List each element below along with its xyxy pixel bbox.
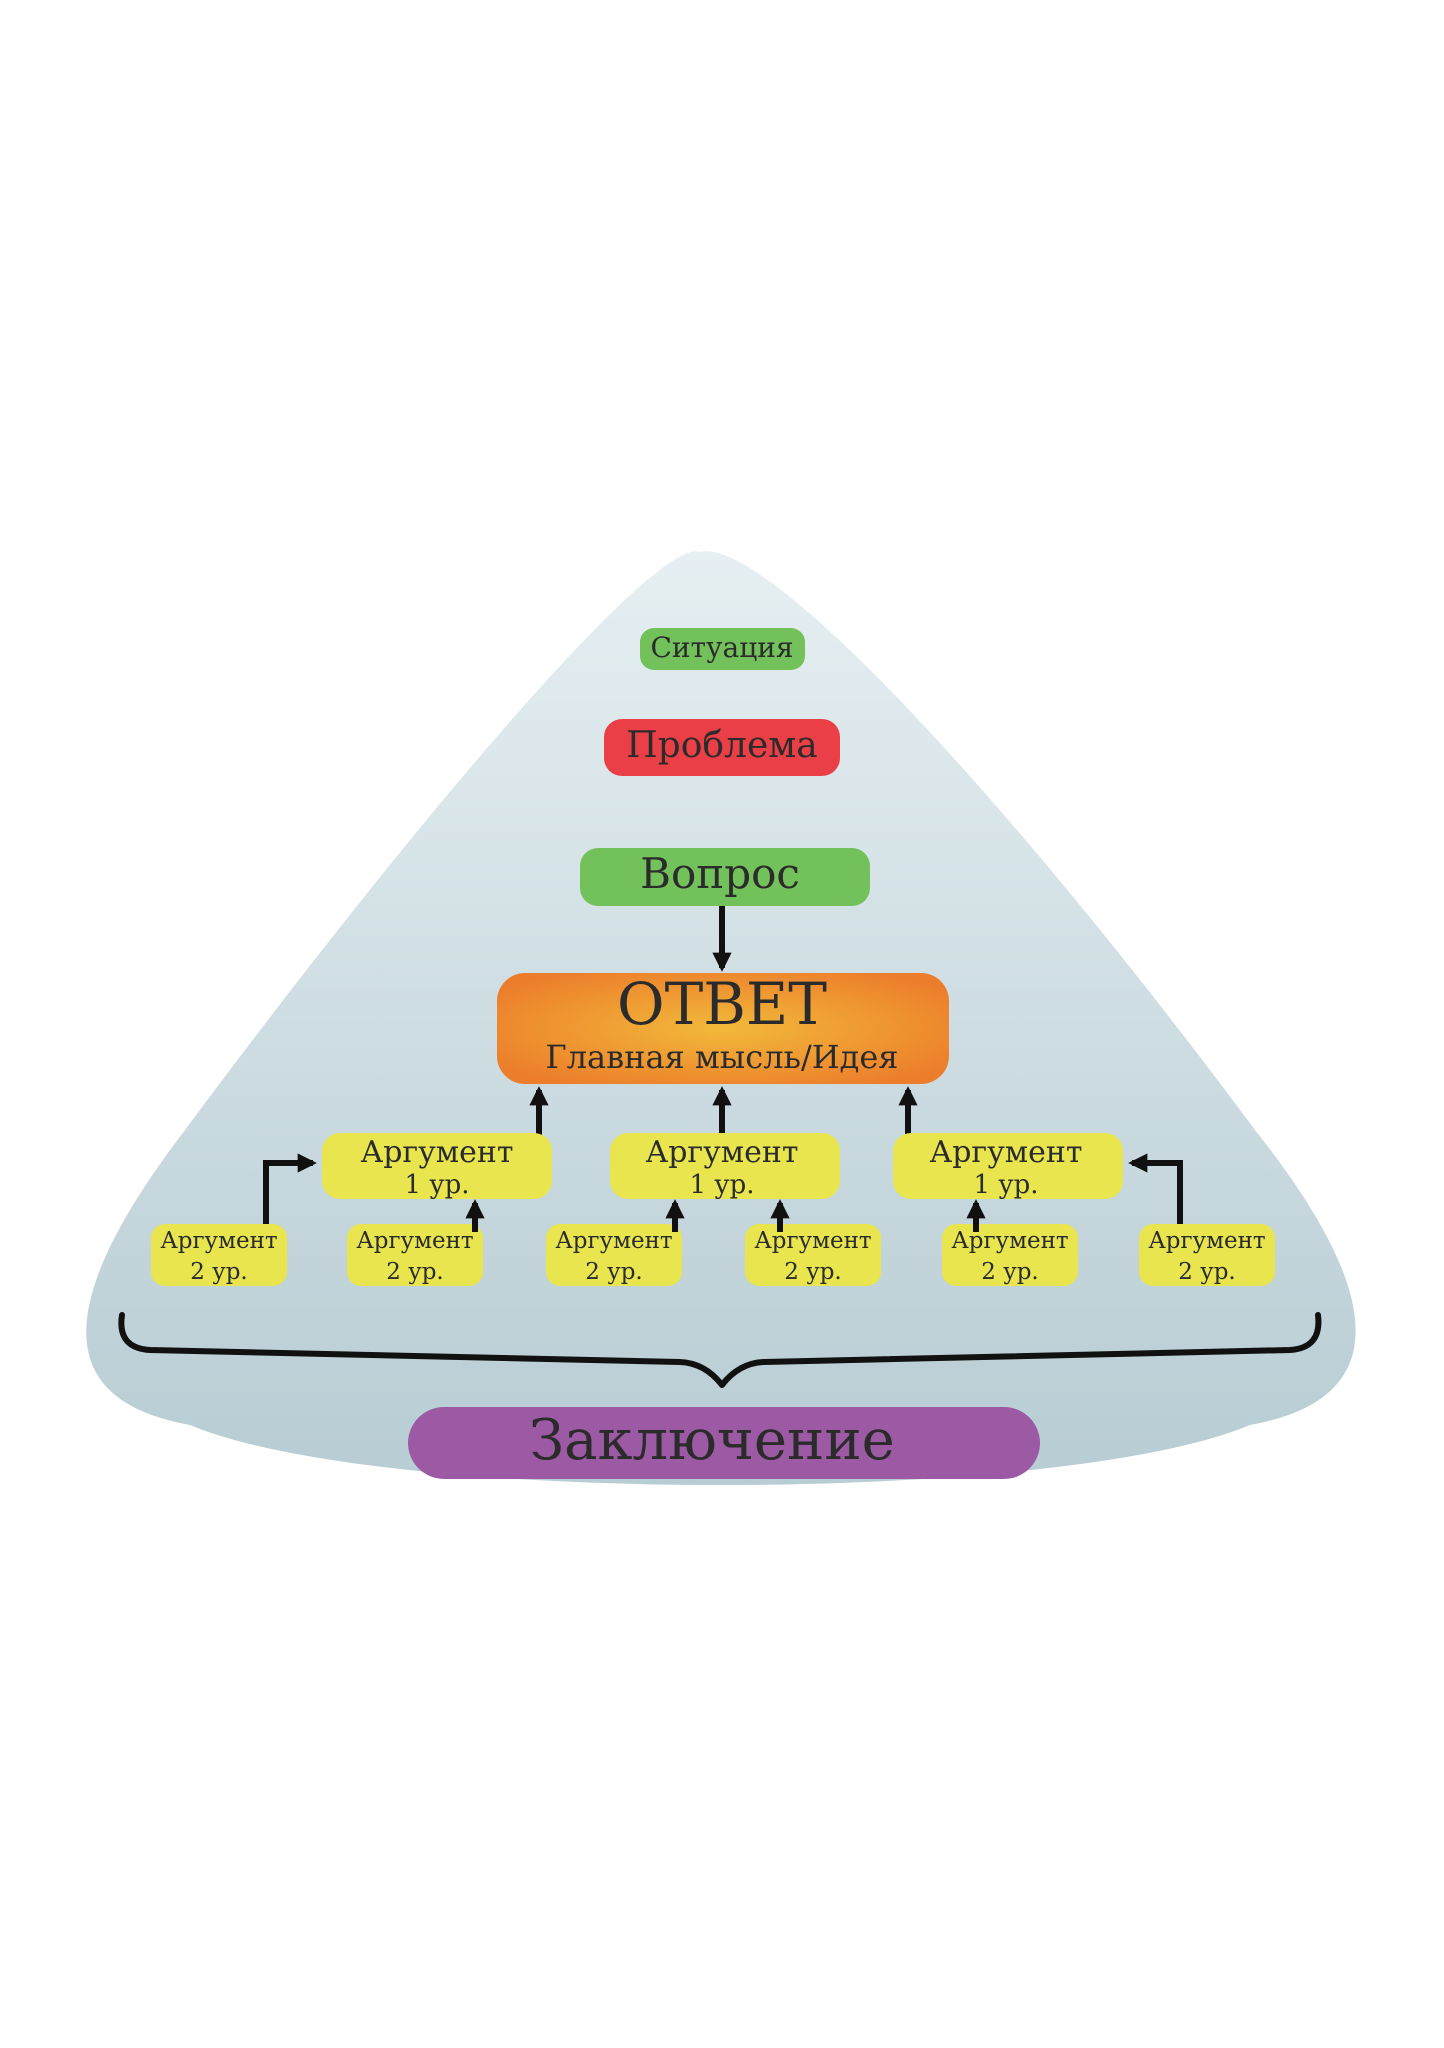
answer-title: ОТВЕТ (617, 970, 827, 1038)
argument-level1-left-line2: 1 ур. (404, 1170, 469, 1200)
argument-level2-1: Аргумент 2 ур. (151, 1224, 287, 1286)
conclusion-box: Заключение (408, 1407, 1040, 1479)
arrow-arg2-1-to-arg1-left (263, 1153, 317, 1224)
argument-level2-4-line1: Аргумент (754, 1228, 871, 1254)
argument-level2-1-line2: 2 ур. (190, 1259, 248, 1285)
argument-level2-6-line2: 2 ур. (1178, 1259, 1236, 1285)
argument-level1-center-line2: 1 ур. (689, 1170, 754, 1200)
arrow-arg2-6-to-arg1-right (1128, 1153, 1183, 1224)
conclusion-label: Заключение (529, 1408, 895, 1473)
argument-level2-2-line1: Аргумент (356, 1228, 473, 1254)
argument-level1-right-line1: Аргумент (930, 1135, 1083, 1170)
argument-level2-5-line1: Аргумент (951, 1228, 1068, 1254)
argument-level2-5-line2: 2 ур. (981, 1259, 1039, 1285)
argument-level1-left: Аргумент 1 ур. (322, 1133, 552, 1200)
argument-level2-3-line2: 2 ур. (585, 1259, 643, 1285)
argument-level2-2: Аргумент 2 ур. (347, 1224, 483, 1286)
problem-label: Проблема (626, 725, 817, 766)
situation-box: Ситуация (640, 628, 805, 670)
argument-level2-6-line1: Аргумент (1148, 1228, 1265, 1254)
argument-level2-4-line2: 2 ур. (784, 1259, 842, 1285)
argument-level1-center: Аргумент 1 ур. (610, 1133, 840, 1200)
argument-level2-6: Аргумент 2 ур. (1139, 1224, 1275, 1286)
argument-level1-right-line2: 1 ур. (973, 1170, 1038, 1200)
argument-level1-center-line1: Аргумент (646, 1135, 799, 1170)
argument-level1-right: Аргумент 1 ур. (893, 1133, 1123, 1200)
curly-brace (118, 1312, 1322, 1388)
situation-label: Ситуация (650, 631, 793, 664)
argument-level2-2-line2: 2 ур. (386, 1259, 444, 1285)
argument-level2-3-line1: Аргумент (555, 1228, 672, 1254)
argument-level2-5: Аргумент 2 ур. (942, 1224, 1078, 1286)
argument-level2-3: Аргумент 2 ур. (546, 1224, 682, 1286)
question-label: Вопрос (640, 849, 800, 898)
problem-box: Проблема (604, 719, 840, 776)
question-box: Вопрос (580, 848, 870, 906)
argument-level2-1-line1: Аргумент (160, 1228, 277, 1254)
argument-level1-left-line1: Аргумент (361, 1135, 514, 1170)
argument-level2-4: Аргумент 2 ур. (745, 1224, 881, 1286)
answer-box: ОТВЕТ Главная мысль/Идея (497, 970, 949, 1084)
answer-subtitle: Главная мысль/Идея (546, 1038, 899, 1076)
